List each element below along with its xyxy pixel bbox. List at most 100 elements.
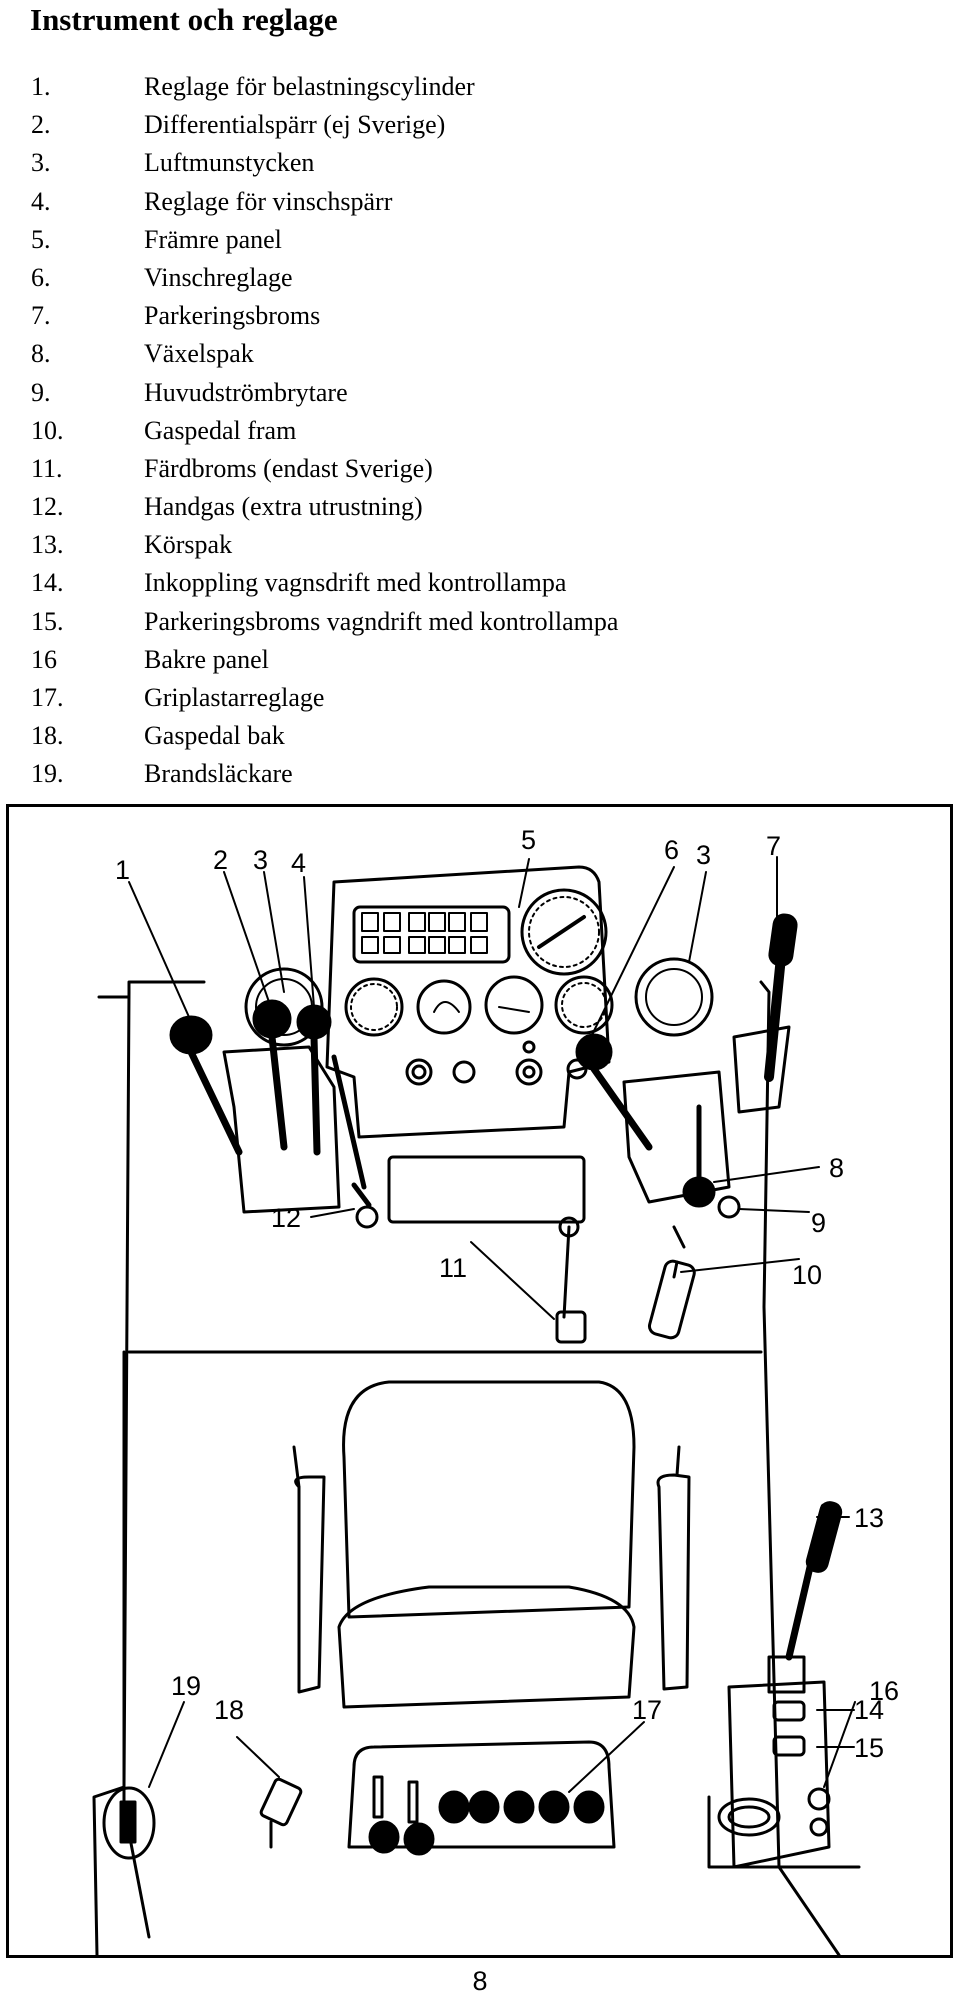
list-item: 17. Griplastarreglage	[31, 679, 618, 717]
callout-number: 11	[439, 1253, 467, 1283]
item-label: Gaspedal bak	[144, 721, 285, 751]
seat-back	[342, 1380, 636, 1619]
indicator-light	[515, 1058, 543, 1086]
callout-number: 3	[253, 845, 268, 875]
item-number: 17.	[31, 683, 64, 712]
gauge	[344, 977, 404, 1037]
item-number: 14.	[31, 568, 64, 598]
callout-number: 1	[115, 855, 130, 885]
item-label: Reglage för vinschspärr	[144, 186, 393, 216]
item-number: 7.	[31, 301, 51, 331]
list-item: 8. Växelspak	[31, 335, 618, 373]
item-number: 12.	[31, 492, 64, 522]
item-label: Differentialspärr (ej Sverige)	[144, 110, 446, 140]
item-label: Gaspedal fram	[144, 415, 297, 445]
item-number: 19.	[31, 759, 64, 789]
callout-number: 10	[792, 1260, 822, 1290]
callout-number: 5	[521, 825, 536, 855]
item-number: 4.	[31, 186, 51, 216]
list-item: 12. Handgas (extra utrustning)	[31, 488, 618, 526]
drive-lamp-15	[772, 1735, 806, 1757]
page-title: Instrument och reglage	[30, 2, 338, 37]
armrest-left	[294, 1475, 326, 1694]
list-item: 14. Inkoppling vagnsdrift med kontrollamp…	[31, 564, 618, 602]
callout-number: 9	[811, 1208, 826, 1238]
item-number: 16	[31, 644, 57, 674]
gauge	[484, 975, 544, 1035]
indicator-light	[566, 1058, 588, 1080]
list-item: 11. Färdbroms (endast Sverige)	[31, 450, 618, 488]
item-number: 18.	[31, 721, 64, 751]
hand-throttle	[331, 1054, 372, 1208]
item-label: Brandsläckare	[144, 759, 293, 789]
item-number: 11.	[31, 453, 63, 483]
seat-post-left	[292, 1445, 681, 1489]
item-label: Växelspak	[144, 339, 254, 369]
rear-panel-knob	[717, 1797, 781, 1837]
rear-panel	[727, 1680, 831, 1869]
callout-number: 16	[869, 1676, 899, 1706]
item-label: Handgas (extra utrustning)	[144, 492, 423, 522]
main-switch	[717, 1195, 741, 1219]
leader-lines	[128, 856, 856, 1793]
callout-number: 19	[171, 1671, 201, 1701]
callout-number: 13	[854, 1503, 884, 1533]
item-number: 3.	[31, 148, 51, 178]
rear-accelerator	[259, 1777, 303, 1827]
gauge	[554, 975, 614, 1035]
front-accelerator	[672, 1225, 686, 1279]
item-number: 1.	[31, 72, 51, 101]
item-label: Inkoppling vagnsdrift med kontrollampa	[144, 568, 567, 598]
drive-gate	[767, 1655, 806, 1694]
left-console	[222, 1045, 341, 1214]
callout-number: 6	[664, 835, 679, 865]
lever-knob-4	[296, 1004, 332, 1040]
callout-number: 2	[213, 845, 228, 875]
item-label: Huvudströmbrytare	[144, 377, 348, 407]
speedometer	[520, 888, 608, 976]
cab-diagram-frame: 1 2 3 4 5 6 3 7 8 9 10 11 12 13 14 15 16…	[6, 804, 953, 1958]
item-number: 2.	[31, 110, 51, 140]
item-number: 10.	[31, 415, 64, 445]
item-number: 8.	[31, 339, 51, 369]
list-item: 19. Brandsläckare	[31, 755, 618, 793]
item-number: 9.	[31, 377, 51, 407]
indicator-light	[405, 1058, 433, 1086]
drive-lamp-14	[772, 1700, 806, 1722]
item-number: 5.	[31, 224, 51, 254]
armrest-right	[656, 1473, 691, 1691]
item-label: Färdbroms (endast Sverige)	[144, 453, 433, 483]
list-item: 3.Luftmunstycken	[31, 144, 618, 182]
item-label: Griplastarreglage	[144, 683, 325, 712]
lever-knob-2	[252, 999, 292, 1039]
callout-number: 7	[766, 831, 781, 861]
lever-knob-6	[575, 1033, 613, 1071]
item-number: 6.	[31, 262, 51, 292]
list-item: 10. Gaspedal fram	[31, 412, 618, 450]
item-label: Vinschreglage	[144, 262, 293, 292]
item-label: Reglage för belastningscylinder	[144, 72, 475, 101]
callout-number: 8	[829, 1153, 844, 1183]
gauge	[416, 979, 472, 1035]
list-item: 18. Gaspedal bak	[31, 717, 618, 755]
display-digits	[361, 912, 488, 954]
seat-cushion	[337, 1585, 636, 1709]
list-item: 1. Reglage för belastningscylinder	[31, 68, 618, 106]
callout-number: 4	[291, 848, 306, 878]
front-panel	[325, 865, 611, 1139]
item-label: Parkeringsbroms	[144, 301, 321, 331]
callout-number: 14	[854, 1695, 884, 1725]
callout-number: 12	[271, 1203, 301, 1233]
callout-number: 15	[854, 1733, 884, 1763]
fire-extinguisher	[102, 1786, 156, 1860]
item-label: Bakre panel	[144, 644, 269, 674]
item-number: 13.	[31, 530, 64, 560]
list-item: 7. Parkeringsbroms	[31, 297, 618, 335]
list-item: 16 Bakre panel	[31, 641, 618, 679]
list-item: 13.Körspak	[31, 526, 618, 564]
display-block	[352, 905, 511, 964]
list-item: 15.Parkeringsbroms vagndrift med kontrol…	[31, 603, 618, 641]
list-item: 4. Reglage för vinschspärr	[31, 183, 618, 221]
rear-console	[347, 1740, 616, 1849]
vent-right	[634, 957, 714, 1037]
